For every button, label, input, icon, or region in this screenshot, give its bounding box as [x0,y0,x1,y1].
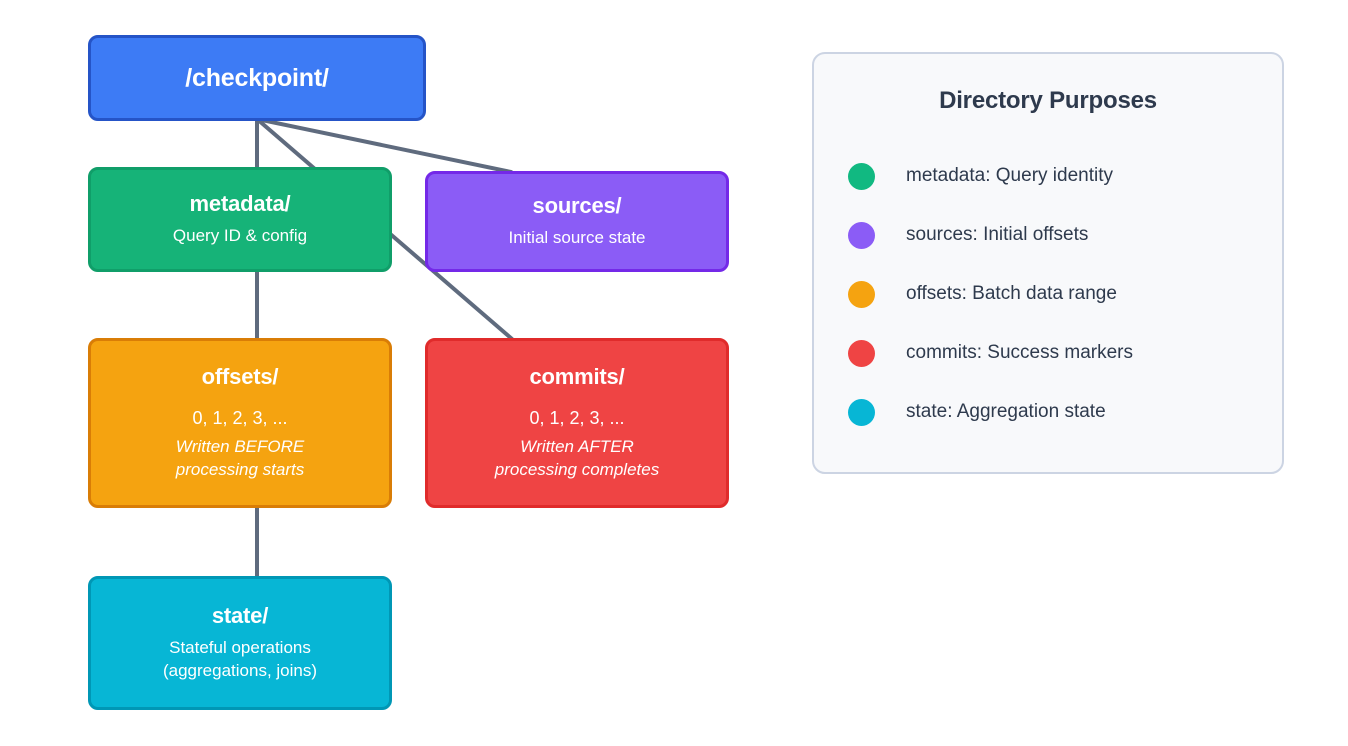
legend-label-offsets: offsets: Batch data range [906,283,1117,305]
node-state-subtitle-line1: Stateful operations [169,637,311,657]
node-commits[interactable]: commits/ 0, 1, 2, 3, ... Written AFTER p… [425,338,729,508]
legend-swatch-commits-icon [848,340,875,367]
node-sources-subtitle: Initial source state [508,227,646,247]
node-sources-title: sources/ [532,193,622,219]
node-metadata-subtitle: Query ID & config [172,225,308,245]
legend-item-metadata: metadata: Query identity [848,147,1248,206]
node-checkpoint-title: /checkpoint/ [185,64,329,92]
node-offsets[interactable]: offsets/ 0, 1, 2, 3, ... Written BEFORE … [88,338,392,508]
legend-panel: Directory Purposes metadata: Query ident… [812,52,1284,474]
node-metadata-title: metadata/ [189,191,291,217]
node-offsets-note: Written BEFORE processing starts [176,436,305,482]
legend-item-state: state: Aggregation state [848,383,1248,442]
node-commits-numbers: 0, 1, 2, 3, ... [529,407,625,428]
legend-swatch-offsets-icon [848,281,875,308]
legend-item-commits: commits: Success markers [848,324,1248,383]
node-commits-title: commits/ [529,364,625,390]
node-state-subtitle: Stateful operations (aggregations, joins… [163,637,317,683]
legend-item-offsets: offsets: Batch data range [848,265,1248,324]
node-sources[interactable]: sources/ Initial source state [425,171,729,272]
legend-label-commits: commits: Success markers [906,342,1133,364]
node-offsets-note-line1: Written BEFORE [175,436,305,456]
node-metadata[interactable]: metadata/ Query ID & config [88,167,392,272]
node-commits-note-line1: Written AFTER [520,436,634,456]
node-state[interactable]: state/ Stateful operations (aggregations… [88,576,392,710]
node-commits-note: Written AFTER processing completes [495,436,659,482]
node-state-title: state/ [211,603,269,629]
node-checkpoint[interactable]: /checkpoint/ [88,35,426,121]
legend-swatch-sources-icon [848,222,875,249]
legend-label-sources: sources: Initial offsets [906,224,1089,246]
edge-checkpoint-to-sources [255,117,513,174]
node-offsets-title: offsets/ [201,364,279,390]
node-state-subtitle-line2: (aggregations, joins) [162,660,318,680]
legend-swatch-metadata-icon [848,163,875,190]
legend-label-metadata: metadata: Query identity [906,165,1113,187]
legend-title: Directory Purposes [939,87,1157,114]
legend-item-sources: sources: Initial offsets [848,206,1248,265]
node-offsets-note-line2: processing starts [175,459,305,479]
node-offsets-numbers: 0, 1, 2, 3, ... [192,407,288,428]
legend-label-state: state: Aggregation state [906,401,1106,423]
node-commits-note-line2: processing completes [494,459,660,479]
legend-swatch-state-icon [848,399,875,426]
